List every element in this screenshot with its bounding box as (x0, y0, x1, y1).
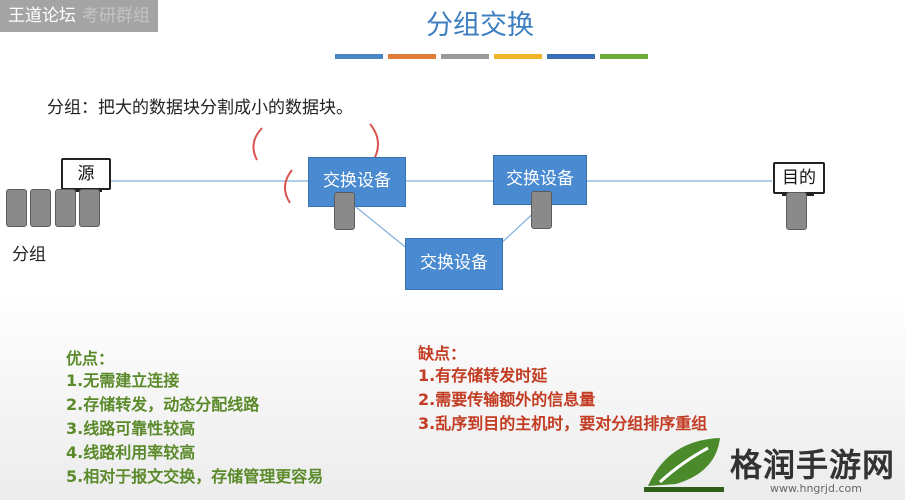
packet (6, 189, 27, 227)
title-bar (388, 54, 436, 59)
site-logo-name: 格润手游网 (730, 446, 896, 484)
title-bar (441, 54, 489, 59)
site-logo-icon (644, 438, 724, 492)
packet (79, 189, 100, 227)
switch-device-3: 交换设备 (405, 238, 503, 290)
source-label: 源 (77, 164, 95, 184)
site-logo-url: www.hngrjd.com (770, 482, 862, 495)
packet-at-destination (786, 192, 807, 230)
switch-1-label: 交换设备 (323, 171, 391, 191)
disadvantages-title: 缺点： (418, 344, 467, 363)
packet (30, 189, 51, 227)
switch-2-label: 交换设备 (506, 169, 574, 189)
title-bar (494, 54, 542, 59)
background-gradient (0, 290, 905, 500)
advantage-item: 2.存储转发，动态分配线路 (66, 395, 260, 414)
advantage-item: 5.相对于报文交换，存储管理更容易 (66, 467, 324, 486)
disadvantage-item: 2.需要传输额外的信息量 (418, 390, 596, 409)
watermark-ghost-text: 考研群组 (82, 6, 150, 26)
title-color-bars (335, 54, 648, 59)
title-bar (600, 54, 648, 59)
forum-watermark: 王道论坛考研群组 (0, 0, 158, 32)
destination-label: 目的 (782, 168, 816, 188)
advantages-title: 优点： (66, 349, 115, 368)
annotation-paren-left-upper (252, 127, 263, 161)
disadvantages-list: 1.有存储转发时延 2.需要传输额外的信息量 3.乱序到目的主机时，要对分组排序… (418, 364, 707, 436)
advantage-item: 1.无需建立连接 (66, 371, 180, 390)
disadvantage-item: 1.有存储转发时延 (418, 366, 548, 385)
advantage-item: 3.线路可靠性较高 (66, 419, 196, 438)
title-bar (547, 54, 595, 59)
destination-host: 目的 (773, 162, 825, 194)
advantage-item: 4.线路利用率较高 (66, 443, 196, 462)
packet-in-switch2 (531, 191, 552, 229)
title-bar (335, 54, 383, 59)
advantages-list: 1.无需建立连接 2.存储转发，动态分配线路 3.线路可靠性较高 4.线路利用率… (66, 369, 323, 489)
disadvantage-item: 3.乱序到目的主机时，要对分组排序重组 (418, 414, 708, 433)
source-host: 源 (61, 158, 111, 190)
intro-definition: 分组：把大的数据块分割成小的数据块。 (47, 98, 353, 118)
watermark-text: 王道论坛 (8, 6, 76, 26)
packets-label: 分组 (12, 245, 46, 265)
switch-3-label: 交换设备 (420, 253, 488, 273)
slide-title: 分组交换 (426, 10, 534, 41)
packet (55, 189, 76, 227)
switch-device-1: 交换设备 (308, 157, 406, 207)
packet-in-switch1 (334, 192, 355, 230)
annotation-paren-left-lower (284, 169, 293, 204)
